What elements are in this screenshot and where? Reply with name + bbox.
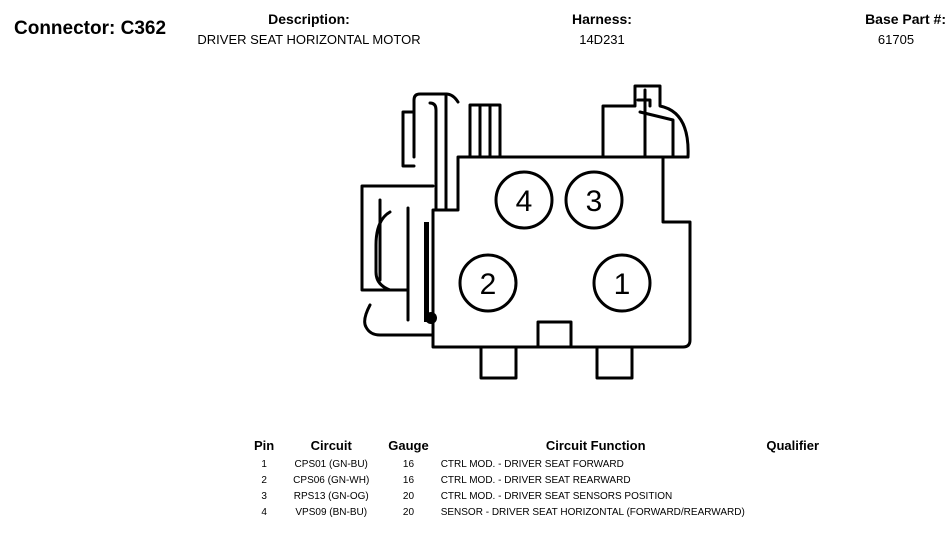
retainer-bar <box>424 222 429 322</box>
cell-circuit: VPS09 (BN-BU) <box>295 506 368 518</box>
cell-qualifier <box>757 472 829 488</box>
cell-circuit: RPS13 (GN-OG) <box>293 490 369 502</box>
column-header-circuit: Circuit <box>310 437 352 453</box>
connector-title: Connector: C362 <box>14 18 167 39</box>
right-lock <box>601 84 690 159</box>
column-header-pin: Pin <box>254 437 275 453</box>
pin-4-cavity <box>494 170 554 230</box>
bottom-hook <box>363 303 435 337</box>
base-part-value: 61705 <box>877 32 915 47</box>
table-row: 2 CPS06 (GN-WH) 16 CTRL MOD. - DRIVER SE… <box>248 472 829 488</box>
retainer-knob <box>425 312 437 324</box>
cell-qualifier <box>757 488 829 504</box>
side-bracket <box>360 184 435 292</box>
table-header-row: Pin Circuit Gauge Circuit Function Quali… <box>248 436 829 456</box>
description-label: Description: <box>268 11 350 27</box>
cell-qualifier <box>757 504 829 520</box>
pin-label: 2 <box>480 268 497 301</box>
connector-diagram: 4 3 2 1 <box>360 84 692 380</box>
top-rib <box>468 103 502 159</box>
table-row: 4 VPS09 (BN-BU) 20 SENSOR - DRIVER SEAT … <box>248 504 829 520</box>
cell-function: SENSOR - DRIVER SEAT HORIZONTAL (FORWARD… <box>440 506 745 518</box>
bottom-tab-left <box>479 345 518 380</box>
table-row: 1 CPS01 (GN-BU) 16 CTRL MOD. - DRIVER SE… <box>248 456 829 472</box>
connector-body <box>431 155 692 349</box>
base-part-label: Base Part #: <box>865 11 946 27</box>
table-row: 3 RPS13 (GN-OG) 20 CTRL MOD. - DRIVER SE… <box>248 488 829 504</box>
pin-table: Pin Circuit Gauge Circuit Function Quali… <box>248 436 829 520</box>
left-latch <box>412 92 460 159</box>
cell-pin: 3 <box>261 490 267 502</box>
harness-value: 14D231 <box>579 32 625 47</box>
description-value: DRIVER SEAT HORIZONTAL MOTOR <box>197 32 421 47</box>
pin-2-cavity <box>458 253 518 313</box>
cell-function: CTRL MOD. - DRIVER SEAT REARWARD <box>440 474 631 486</box>
cell-gauge: 20 <box>402 506 415 518</box>
cell-qualifier <box>757 456 829 472</box>
cell-gauge: 20 <box>402 490 415 502</box>
bottom-tab-right <box>595 345 634 380</box>
cell-gauge: 16 <box>402 474 415 486</box>
cell-circuit: CPS01 (GN-BU) <box>294 458 368 470</box>
cell-pin: 4 <box>261 506 267 518</box>
column-header-function: Circuit Function <box>545 437 646 453</box>
pin-label: 1 <box>614 268 631 301</box>
harness-label: Harness: <box>572 11 632 27</box>
pin-label: 3 <box>586 185 603 218</box>
cell-gauge: 16 <box>402 458 415 470</box>
cell-pin: 2 <box>261 474 267 486</box>
cell-function: CTRL MOD. - DRIVER SEAT FORWARD <box>440 458 624 470</box>
column-header-gauge: Gauge <box>388 437 429 453</box>
cell-function: CTRL MOD. - DRIVER SEAT SENSORS POSITION <box>440 490 673 502</box>
pin-3-cavity <box>564 170 624 230</box>
column-header-qualifier: Qualifier <box>766 437 820 453</box>
cell-circuit: CPS06 (GN-WH) <box>293 474 370 486</box>
cell-pin: 1 <box>261 458 267 470</box>
bottom-key <box>536 320 573 349</box>
pin-1-cavity <box>592 253 652 313</box>
pin-label: 4 <box>516 185 533 218</box>
